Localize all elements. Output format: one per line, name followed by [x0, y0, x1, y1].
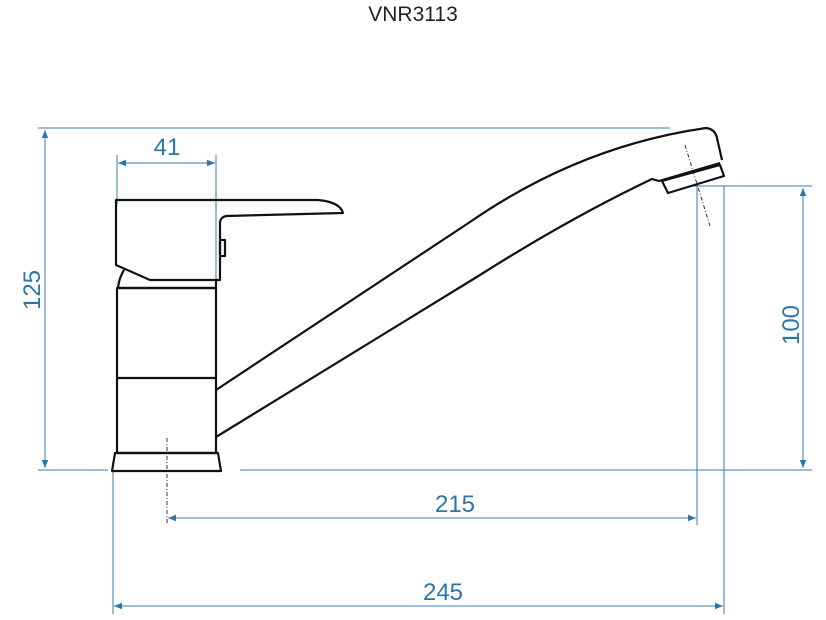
dimension-label-100: 100: [778, 305, 805, 345]
extension-lines: [38, 127, 812, 614]
handle: [114, 198, 345, 282]
dimension-label-41: 41: [154, 134, 181, 161]
aerator: [660, 163, 726, 195]
handle-knob: [218, 238, 227, 258]
dimension-label-245: 245: [423, 579, 463, 606]
dimension-100: 100: [778, 188, 807, 468]
spout-lower: [215, 161, 721, 438]
base: [110, 451, 223, 473]
dimension-41: 41: [118, 134, 215, 167]
body: [115, 286, 218, 455]
model-title: VNR3113: [368, 3, 458, 26]
faucet-outline: [110, 126, 726, 473]
aerator-center-line: [684, 144, 711, 227]
spout-upper: [215, 126, 724, 391]
dimension-label-125: 125: [19, 270, 46, 310]
dimension-245: 245: [114, 579, 723, 610]
dimension-125: 125: [19, 130, 49, 468]
dimension-label-215: 215: [435, 491, 475, 518]
dimension-215: 215: [168, 491, 696, 522]
